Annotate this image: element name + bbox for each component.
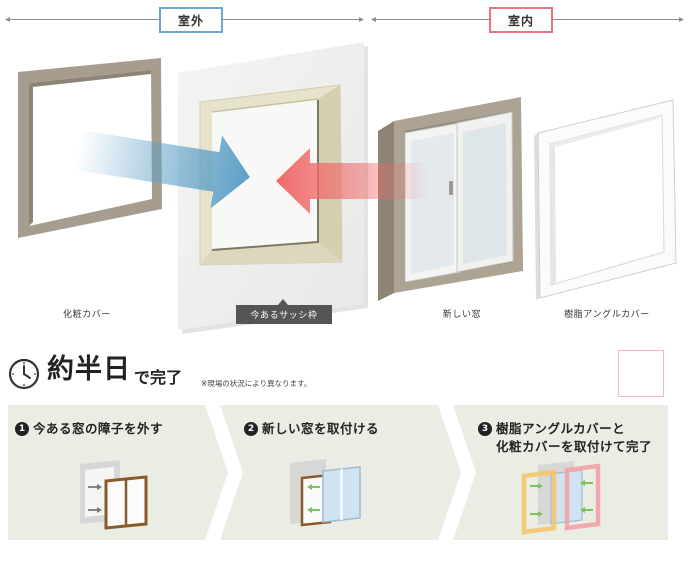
- window-side-face: [378, 121, 394, 301]
- step-3-illustration: [521, 461, 601, 535]
- arrow-head: [538, 483, 543, 489]
- pink-outline-box: [618, 350, 664, 397]
- arrow-head: [97, 507, 102, 513]
- arrow-left-icon: [307, 507, 320, 513]
- sash-frame-head: [211, 98, 319, 113]
- resin-angle-cover-label: 樹脂アングルカバー: [564, 310, 650, 320]
- existing-sash-frame: [199, 84, 343, 266]
- arrowhead-left-icon: [371, 17, 376, 22]
- arrow-right-icon: [530, 483, 543, 489]
- step-3-number: 3: [478, 422, 492, 436]
- new-window-label: 新しい窓: [442, 310, 482, 320]
- window-left-glass: [411, 133, 454, 274]
- window-lock-icon: [449, 181, 453, 195]
- sash-frame-sill: [200, 242, 342, 265]
- decorative-cover-label: 化粧カバー: [62, 310, 111, 320]
- duration-note: ※現場の状況により異なります。: [201, 379, 312, 388]
- cover-frame-inner-left: [29, 83, 33, 226]
- duration-suffix: で完了: [134, 368, 183, 387]
- arrow-right-icon: [74, 130, 250, 209]
- arrow-head: [580, 480, 585, 486]
- arrow-head: [307, 484, 312, 490]
- arrowhead-right-icon: [359, 17, 364, 22]
- arrow-left-icon: [276, 148, 428, 214]
- step-3-angle-cover: [564, 463, 601, 531]
- step-2-illustration: [290, 459, 361, 527]
- steps-band: [8, 405, 668, 540]
- sash-frame-opening: [212, 99, 318, 250]
- arrowhead-left-icon: [5, 17, 10, 22]
- indoor-arrow-shape: [276, 148, 428, 214]
- arrow-head: [580, 507, 585, 513]
- arrow-head: [538, 511, 543, 517]
- arrow-right-icon: [88, 484, 102, 490]
- arrowhead-right-icon: [679, 17, 684, 22]
- indoor-tag: 室内: [489, 7, 553, 33]
- arrow-left-icon: [580, 480, 593, 486]
- step-2-text: 新しい窓を取付ける: [262, 421, 380, 436]
- arrow-head: [307, 507, 312, 513]
- cover-frame-inner-top: [29, 70, 151, 87]
- resin-angle-cover-frame: [534, 99, 677, 300]
- arrow-right-icon: [88, 507, 102, 513]
- window-right-glass: [463, 123, 507, 264]
- frame-tag-pointer: [278, 299, 288, 305]
- new-window: [378, 97, 523, 301]
- step-2-number: 2: [244, 422, 258, 436]
- step-3-text-line-2: 化粧カバーを取付けて完了: [496, 439, 653, 454]
- arrow-left-icon: [580, 507, 593, 513]
- angle-cover-inner-left: [550, 144, 556, 285]
- existing-sash-frame-label: 今あるサッシ枠: [236, 305, 332, 324]
- installation-diagram: [5, 17, 684, 334]
- arrow-head: [97, 484, 102, 490]
- step-1-number: 1: [15, 422, 29, 436]
- arrow-right-icon: [530, 511, 543, 517]
- sash-frame-rail: [211, 100, 319, 251]
- clock-minute-hand: [23, 373, 31, 379]
- step-1-illustration: [80, 460, 148, 530]
- step-1-text: 今ある窓の障子を外す: [33, 421, 164, 436]
- angle-cover-inner-top: [550, 115, 662, 147]
- outdoor-arrow-shape: [74, 130, 250, 209]
- step-3-text-line-1: 樹脂アングルカバーと: [496, 421, 626, 436]
- duration-headline: 約半日: [47, 354, 131, 385]
- outdoor-tag: 室外: [159, 7, 223, 33]
- clock-icon: [8, 358, 40, 390]
- arrow-left-icon: [307, 484, 320, 490]
- step-3-decorative-cover: [521, 469, 557, 535]
